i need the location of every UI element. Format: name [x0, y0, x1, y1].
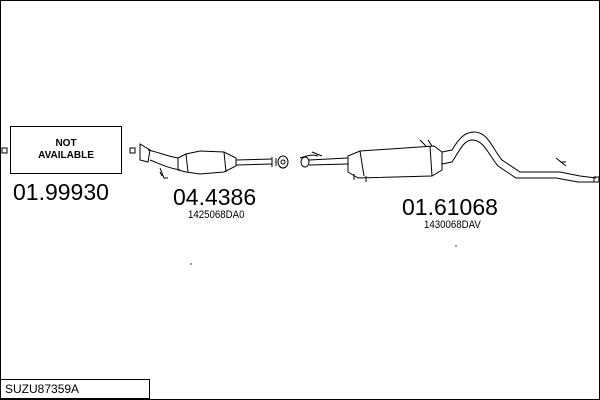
- diagram-code: SUZU87359A: [5, 382, 80, 396]
- connector-marker-left: [1, 147, 8, 154]
- connector-marker-middle: [129, 147, 136, 154]
- diagram-code-box: SUZU87359A: [0, 379, 150, 399]
- part-number-1[interactable]: 01.99930: [13, 179, 109, 205]
- not-available-box: NOT AVAILABLE: [10, 126, 122, 174]
- part-number-3[interactable]: 01.61068: [402, 194, 498, 220]
- oe-number-2: 1425068DA0: [188, 209, 245, 221]
- status-line-1: NOT: [55, 138, 77, 149]
- oe-number-3: 1430068DAV: [424, 219, 481, 231]
- connector-marker-right: [593, 176, 600, 183]
- part-number-2[interactable]: 04.4386: [173, 184, 257, 210]
- status-line-2: AVAILABLE: [38, 150, 94, 161]
- rear-muffler-part: [299, 131, 597, 183]
- catalytic-converter-part: [139, 143, 289, 179]
